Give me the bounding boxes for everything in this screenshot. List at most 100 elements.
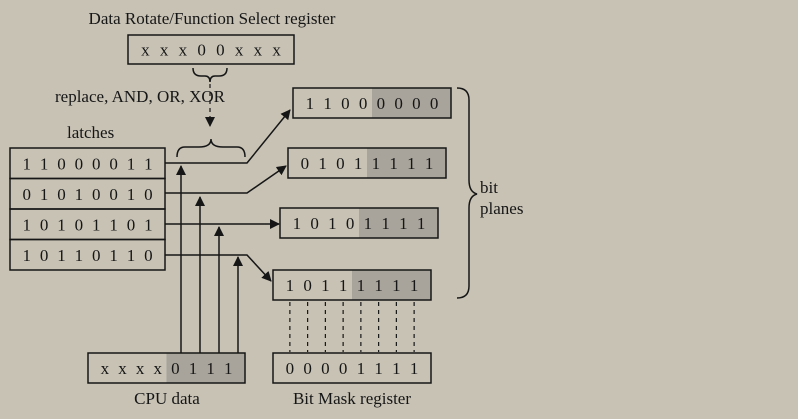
bit-cell: 0: [310, 214, 319, 233]
bit-cell: 0: [336, 154, 345, 173]
bit-cell: 1: [286, 276, 295, 295]
bit-cell: x: [235, 41, 244, 60]
bit-cell: x: [141, 41, 150, 60]
bit-cell: 1: [75, 246, 84, 265]
bit-cell: x: [118, 359, 127, 378]
bit-cell: 1: [328, 214, 337, 233]
cpu-data-label: CPU data: [134, 389, 200, 408]
bit-cell: 0: [75, 215, 84, 234]
bit-cell: 0: [144, 185, 153, 204]
bit-cell: x: [254, 41, 263, 60]
bit-cell: 0: [92, 185, 101, 204]
bit-cell: 1: [417, 214, 426, 233]
bit-cell: x: [272, 41, 281, 60]
bit-cell: x: [160, 41, 169, 60]
latch-to-plane-arrow-1: [165, 109, 291, 164]
bit-cell: 1: [293, 214, 302, 233]
bit-cell: 0: [171, 359, 180, 378]
bit-cell: 1: [224, 359, 233, 378]
bit-cell: 0: [430, 94, 439, 113]
bit-cell: 1: [22, 215, 31, 234]
bit-cell: 1: [144, 154, 153, 173]
bit-cell: 1: [109, 215, 118, 234]
bit-planes-label-1: bit: [480, 178, 498, 197]
bit-cell: 0: [197, 41, 206, 60]
bit-cell: 0: [92, 246, 101, 265]
bit-cell: 1: [407, 154, 416, 173]
bit-cell: 1: [127, 185, 136, 204]
bit-cell: 1: [357, 359, 366, 378]
bit-cell: 1: [109, 246, 118, 265]
bit-cell: 0: [57, 185, 66, 204]
bit-cell: x: [179, 41, 188, 60]
bit-cell: 0: [216, 41, 225, 60]
function-label: replace, AND, OR, XOR: [55, 87, 226, 106]
bit-cell: 1: [189, 359, 198, 378]
bit-cell: 1: [389, 154, 398, 173]
bit-cell: 0: [109, 154, 118, 173]
bit-cell: 1: [410, 359, 419, 378]
bit-cell: 0: [57, 154, 66, 173]
bit-cell: 0: [339, 359, 348, 378]
bit-cell: 1: [127, 154, 136, 173]
bit-cell: 0: [127, 215, 136, 234]
shaded-bits: [372, 88, 451, 118]
bit-cell: 1: [425, 154, 434, 173]
bit-cell: 0: [341, 94, 350, 113]
bit-cell: x: [101, 359, 110, 378]
bit-cell: 1: [399, 214, 408, 233]
bit-cell: 1: [318, 154, 327, 173]
latch-to-plane-arrow-2: [165, 165, 287, 194]
bit-cell: 0: [377, 94, 386, 113]
bit-cell: 1: [206, 359, 215, 378]
bit-cell: x: [153, 359, 162, 378]
rotate-register-title: Data Rotate/Function Select register: [89, 9, 336, 28]
bit-cell: 1: [127, 246, 136, 265]
bit-cell: 1: [364, 214, 373, 233]
bit-cell: 0: [301, 154, 310, 173]
bit-cell: 1: [374, 359, 383, 378]
bit-cell: 0: [75, 154, 84, 173]
bit-cell: 1: [339, 276, 348, 295]
shaded-bits: [367, 148, 446, 178]
bit-cell: 1: [372, 154, 381, 173]
bit-cell: 0: [144, 246, 153, 265]
bit-cell: 1: [392, 276, 401, 295]
bit-cell: 1: [321, 276, 330, 295]
function-bits-brace: [192, 67, 228, 83]
alu-brace: [176, 138, 246, 158]
bit-planes-label-2: planes: [480, 199, 523, 218]
shaded-bits: [359, 208, 438, 238]
bit-cell: 0: [412, 94, 421, 113]
bit-cell: 0: [40, 246, 49, 265]
bit-cell: 1: [392, 359, 401, 378]
bit-cell: 1: [75, 185, 84, 204]
bit-cell: 1: [323, 94, 332, 113]
latches-label: latches: [67, 123, 114, 142]
bit-cell: 0: [92, 154, 101, 173]
bit-cell: 1: [22, 154, 31, 173]
bit-cell: x: [136, 359, 145, 378]
bit-cell: 0: [303, 359, 312, 378]
shaded-bits: [352, 270, 431, 300]
bit-cell: 0: [109, 185, 118, 204]
shaded-bits: [166, 353, 245, 383]
bit-cell: 1: [57, 215, 66, 234]
bit-cell: 1: [57, 246, 66, 265]
bit-mask-label: Bit Mask register: [293, 389, 411, 408]
bit-cell: 1: [357, 276, 366, 295]
bit-cell: 0: [22, 185, 31, 204]
bit-cell: 0: [286, 359, 295, 378]
bit-cell: 0: [359, 94, 368, 113]
bit-cell: 0: [394, 94, 403, 113]
bit-cell: 1: [40, 185, 49, 204]
bit-planes-brace: [456, 87, 478, 299]
